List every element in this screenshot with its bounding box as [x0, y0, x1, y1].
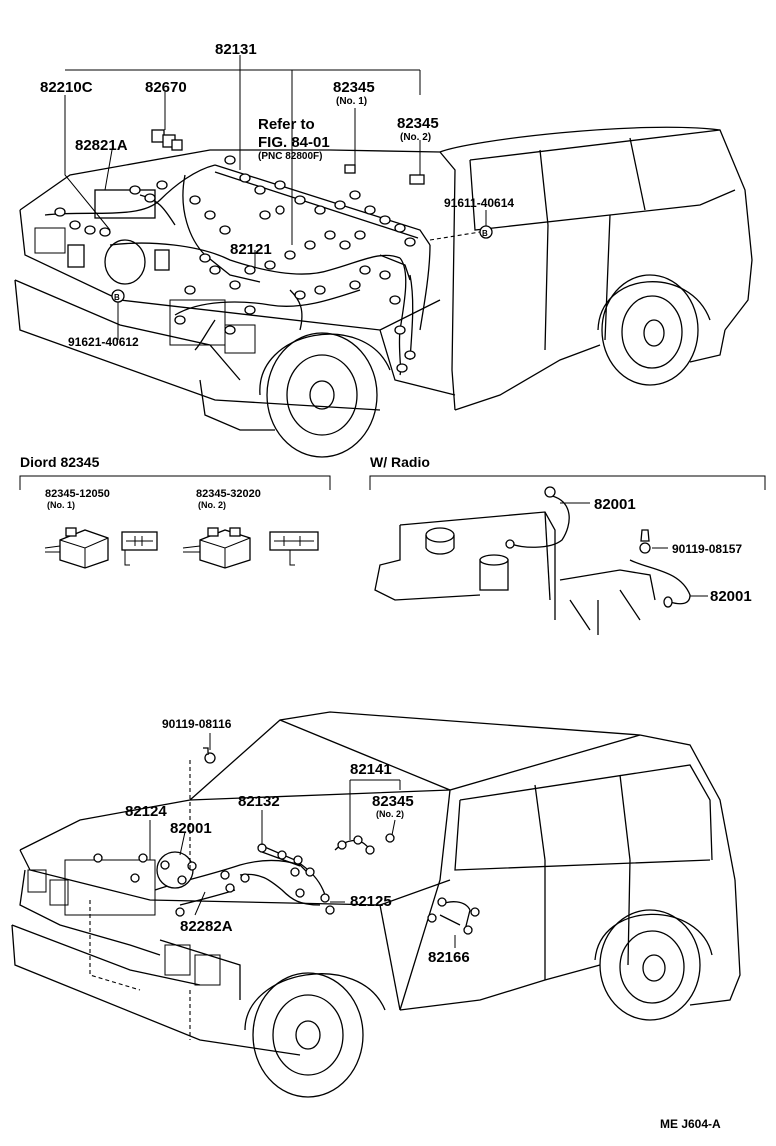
diord-section: Diord 82345 82345-12050 (No. 1) 82345-32… [19, 454, 331, 569]
label-90119-08157: 90119-08157 [672, 542, 742, 556]
label-refer-fig: FIG. 84-01 [258, 134, 330, 151]
diord-item2-part: 82345-32020 [196, 488, 261, 500]
radio-section: W/ Radio 82001 90119-08157 82001 [369, 454, 766, 635]
radio-title: W/ Radio [370, 454, 430, 470]
label-82821a: 82821A [75, 137, 128, 154]
label-82121: 82121 [230, 241, 272, 258]
bottom-harness-wiring [93, 747, 480, 935]
label-82132: 82132 [238, 793, 280, 810]
diord-item1-sub: (No. 1) [47, 500, 75, 510]
label-82210c: 82210C [40, 79, 93, 96]
label-82131: 82131 [215, 41, 257, 58]
top-vehicle-drawing [14, 126, 753, 458]
label-82345-no1: 82345 [333, 79, 375, 96]
bottom-labels: 90119-08116 82141 82345 (No. 2) 82124 82… [125, 717, 470, 966]
diord-item2-sub: (No. 2) [198, 500, 226, 510]
label-refer-pnc: (PNC 82800F) [258, 151, 322, 162]
figure-code: ME J604-A [660, 1117, 721, 1131]
label-82345: 82345 [372, 793, 414, 810]
label-82141: 82141 [350, 761, 392, 778]
label-82345-no2: 82345 [397, 115, 439, 132]
label-90119-08116: 90119-08116 [162, 717, 232, 731]
label-82124: 82124 [125, 803, 167, 820]
label-82001-radio-b: 82001 [710, 588, 752, 605]
label-82166: 82166 [428, 949, 470, 966]
top-harness-wiring [44, 129, 493, 376]
label-82001: 82001 [170, 820, 212, 837]
label-82345-no2-sub: (No. 2) [400, 132, 431, 143]
bottom-leader-lines [149, 733, 456, 948]
top-labels: 82131 82210C 82670 82345 (No. 1) 82345 (… [40, 41, 514, 349]
diord-item1-part: 82345-12050 [45, 488, 110, 500]
top-leader-lines [64, 55, 487, 340]
label-91611-40614: 91611-40614 [444, 196, 514, 210]
bolt-mark-b: B [114, 293, 120, 302]
diord-title: Diord 82345 [20, 454, 100, 470]
bottom-vehicle-drawing [11, 711, 741, 1098]
label-82670: 82670 [145, 79, 187, 96]
label-82125: 82125 [350, 893, 392, 910]
label-82282a: 82282A [180, 918, 233, 935]
diode-no2-drawing [182, 527, 319, 569]
label-refer-to: Refer to [258, 116, 315, 133]
label-82345-sub: (No. 2) [376, 809, 404, 819]
diode-no1-drawing [44, 527, 158, 569]
label-82001-radio-a: 82001 [594, 496, 636, 513]
bolt-mark-b: B [482, 229, 488, 238]
label-91621-40612: 91621-40612 [68, 335, 139, 349]
label-82345-no1-sub: (No. 1) [336, 96, 367, 107]
